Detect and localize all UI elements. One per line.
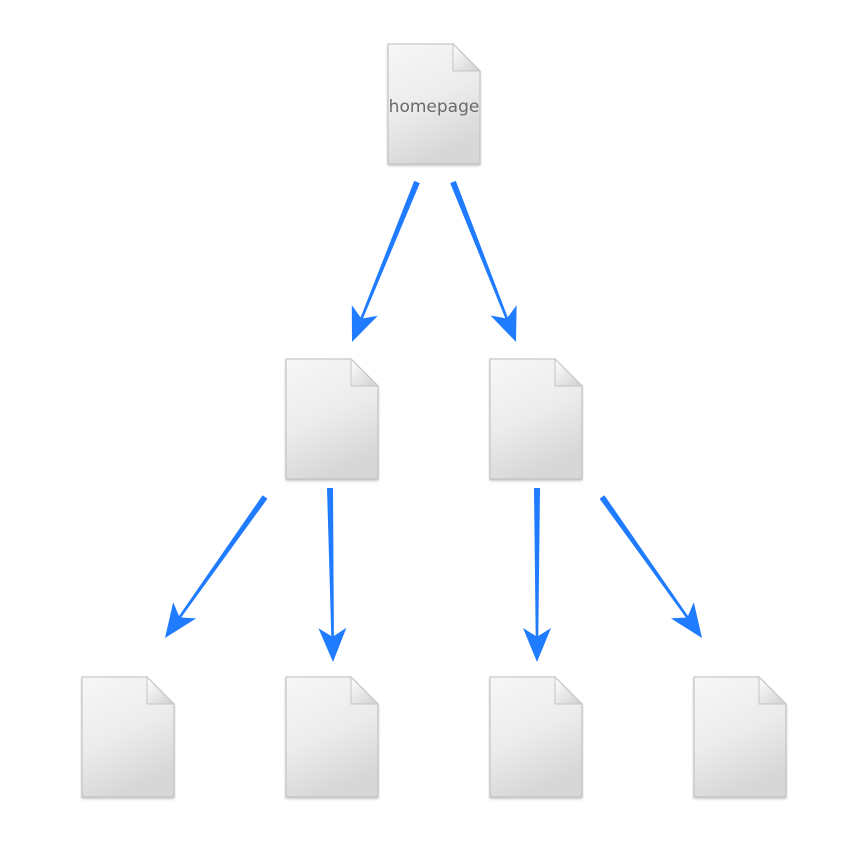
homepage-label: homepage [389, 97, 480, 117]
arrow-right-to-level3-4 [599, 495, 702, 638]
arrow-layer [165, 180, 702, 662]
arrow-left-to-level3-1 [165, 495, 268, 638]
page-icon-level3-3 [489, 675, 584, 798]
page-icon-level2-right [489, 357, 584, 480]
arrow-homepage-to-right [450, 180, 517, 342]
page-icon-level2-left [285, 357, 380, 480]
arrow-right-to-level3-3 [523, 488, 551, 662]
page-icon-level3-4 [693, 675, 788, 798]
arrow-homepage-to-left [351, 180, 420, 342]
page-icon-level3-1 [81, 675, 176, 798]
page-icon-level3-2 [285, 675, 380, 798]
arrow-left-to-level3-2 [318, 487, 347, 662]
page-icon-homepage: homepage [387, 42, 482, 165]
